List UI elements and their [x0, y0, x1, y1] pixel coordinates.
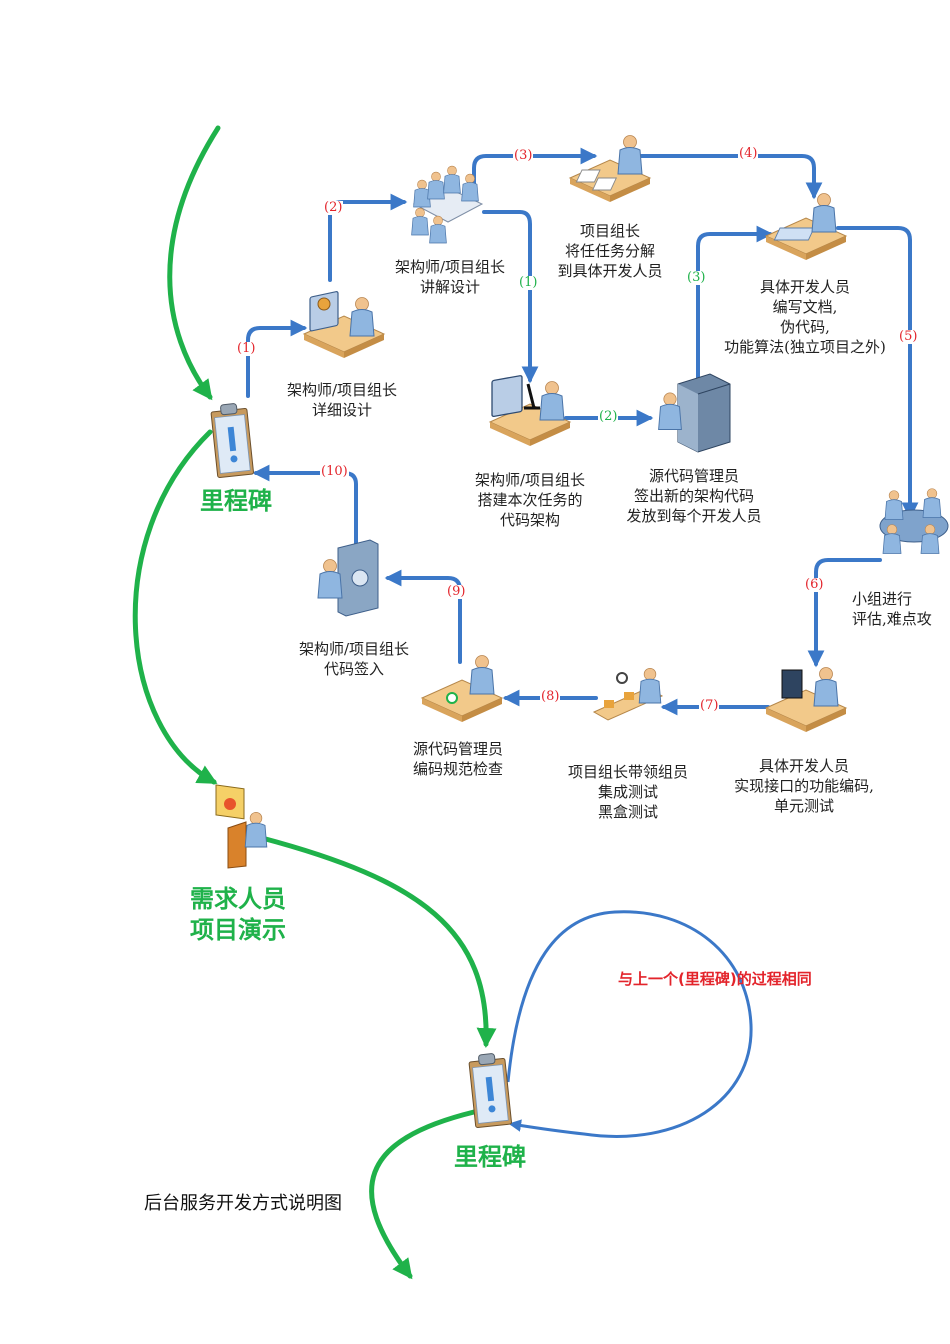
step-marker-green-1: (1) [518, 275, 539, 290]
assembly-line-icon [592, 667, 664, 721]
arrow-step-green-1 [482, 210, 539, 384]
loop-note: 与上一个(里程碑)的过程相同 [618, 970, 812, 988]
milestone-1-label: 里程碑 [200, 487, 272, 515]
milestone-flow-arrows [132, 125, 497, 1280]
green-arrow-to-demo [132, 429, 218, 785]
designer-at-desk-icon [303, 291, 385, 359]
step-marker-red-1: (1) [236, 341, 257, 356]
person-at-desk-icon [765, 193, 847, 261]
diagram-caption: 后台服务开发方式说明图 [144, 1193, 342, 1214]
presenter-at-podium-icon [215, 784, 268, 869]
node-label-arch-explain: 架构师/项目组长 讲解设计 [394, 258, 506, 296]
milestone-1-clipboard-icon [209, 401, 255, 479]
step-marker-red-9: (9) [446, 584, 467, 599]
step-marker-red-5: (5) [898, 329, 919, 344]
node-label-arch-build: 架构师/项目组长 搭建本次任务的 代码架构 [474, 471, 586, 529]
node-label-team-eval: 小组进行 评估,难点攻 [852, 590, 932, 628]
team-meeting-icon [411, 165, 484, 244]
step-marker-green-2: (2) [598, 409, 619, 424]
arrow-step-red-1 [246, 319, 308, 398]
arrow-step-green-3 [696, 225, 774, 388]
incoming-green-arrow [167, 125, 221, 401]
step-marker-red-4: (4) [738, 146, 759, 161]
step-marker-red-3: (3) [513, 148, 534, 163]
step-marker-red-2: (2) [323, 200, 344, 215]
node-label-scm-checkout: 源代码管理员 签出新的架构代码 发放到每个开发人员 [626, 467, 762, 525]
repeat-loop-arrow [506, 910, 753, 1138]
person-at-desk-with-papers-icon [569, 135, 651, 203]
arrow-step-red-4 [638, 154, 823, 200]
green-arrow-to-milestone-2 [259, 835, 497, 1048]
node-label-arch-checkin: 架构师/项目组长 代码签入 [298, 640, 410, 678]
person-at-computer-icon [765, 667, 847, 733]
server-rack-icon [658, 373, 731, 453]
step-marker-red-7: (7) [699, 698, 720, 713]
node-label-dev-doc: 具体开发人员 编写文档, 伪代码, 功能算法(独立项目之外) [724, 278, 886, 356]
node-label-lead-test: 项目组长带领组员 集成测试 黑盒测试 [567, 763, 688, 821]
outgoing-green-arrow [369, 1109, 477, 1280]
step-marker-red-10: (10) [320, 464, 349, 479]
node-label-dev-code: 具体开发人员 实现接口的功能编码, 单元测试 [734, 757, 874, 815]
step-marker-green-3: (3) [686, 270, 707, 285]
vault-icon [317, 539, 379, 617]
demo-milestone-label: 需求人员 项目演示 [190, 885, 286, 944]
arrow-step-red-6 [807, 558, 882, 668]
node-label-arch-detail: 架构师/项目组长 详细设计 [286, 381, 398, 419]
person-inspecting-icon [421, 655, 503, 723]
arrow-step-red-5 [836, 226, 912, 516]
milestone-2-clipboard-icon [467, 1051, 513, 1129]
engineer-with-microscope-icon [489, 375, 571, 447]
step-marker-red-8: (8) [540, 689, 561, 704]
round-table-meeting-icon [879, 488, 949, 554]
step-marker-red-6: (6) [804, 577, 825, 592]
arrow-step-red-3 [472, 147, 598, 195]
milestone-2-label: 里程碑 [454, 1143, 526, 1171]
node-label-lead-split: 项目组长 将任任务分解 到具体开发人员 [557, 222, 663, 280]
node-label-scm-review: 源代码管理员 编码规范检查 [412, 740, 503, 778]
